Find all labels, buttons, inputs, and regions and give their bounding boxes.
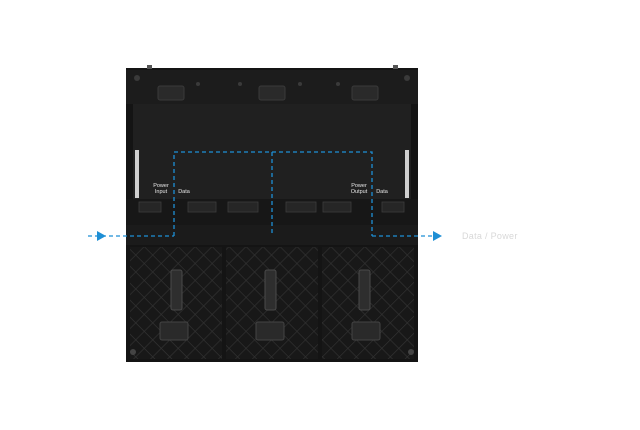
- data-out-label: Data: [376, 189, 388, 195]
- connection-note: Data / Power: [462, 231, 518, 241]
- power-output-label: Power Output: [350, 183, 368, 195]
- module-handles: [170, 269, 371, 311]
- top-mount-points: [134, 75, 410, 86]
- bottom-corners: [130, 349, 414, 355]
- power-input-label: Power Input: [153, 183, 169, 195]
- side-bracket-right: [405, 150, 409, 198]
- data-connection-lines: [173, 151, 373, 236]
- data-in-arrowhead: [97, 231, 106, 241]
- module-latches: [159, 321, 381, 341]
- data-out-arrowhead: [433, 231, 442, 241]
- center-bar: [126, 225, 418, 245]
- top-latches: [157, 85, 379, 101]
- top-clips: [147, 65, 398, 69]
- data-in-label: Data: [178, 189, 190, 195]
- port-sockets: [138, 201, 405, 213]
- side-bracket-left: [135, 150, 139, 198]
